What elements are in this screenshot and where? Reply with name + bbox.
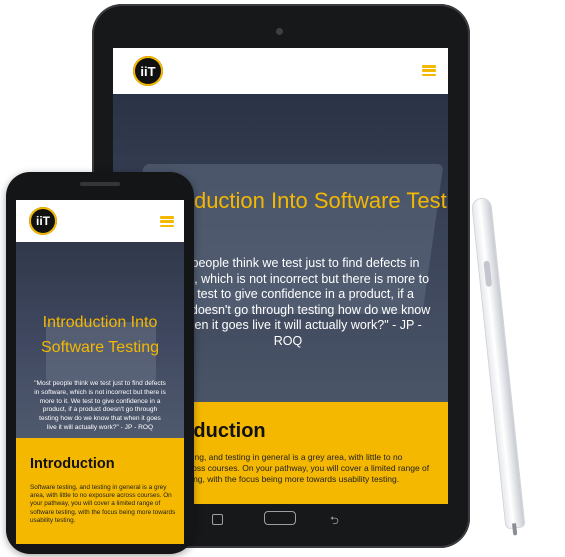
- site-logo[interactable]: iiT: [133, 56, 163, 86]
- phone-device: iiT Introduction Into Software Testing "…: [6, 172, 194, 554]
- tablet-site-header: iiT: [113, 48, 448, 94]
- site-logo[interactable]: iiT: [29, 207, 57, 235]
- phone-hero: [16, 242, 184, 438]
- hamburger-menu-icon[interactable]: [160, 216, 174, 227]
- recent-apps-button[interactable]: [212, 514, 223, 525]
- hamburger-menu-icon[interactable]: [422, 65, 436, 76]
- phone-hero-quote: "Most people think we test just to find …: [34, 380, 166, 431]
- tablet-hero-title: Introduction Into Software Testing: [149, 188, 448, 213]
- tablet-hero-quote: "Most people think we test just to find …: [145, 256, 431, 348]
- hero-background-image: [46, 322, 156, 382]
- phone-screen: iiT Introduction Into Software Testing "…: [16, 200, 184, 544]
- stylus-pen: [472, 198, 525, 536]
- phone-site-header: iiT: [16, 200, 184, 242]
- phone-section-heading: Introduction: [30, 456, 115, 472]
- stylus-button: [483, 260, 493, 287]
- phone-speaker: [80, 182, 120, 186]
- home-button[interactable]: [264, 511, 296, 525]
- back-icon[interactable]: ⮌: [330, 515, 339, 527]
- phone-intro-section: [16, 438, 184, 544]
- camera-icon: [276, 28, 283, 35]
- tablet-section-body: Software testing, and testing in general…: [143, 452, 430, 484]
- tablet-text-layer: Introduction Into Software Testing "Most…: [113, 48, 448, 504]
- tablet-device: iiT ⮌: [92, 4, 470, 548]
- phone-hero-title: Introduction Into Software Testing: [41, 314, 159, 356]
- stylus-tip: [512, 523, 518, 536]
- phone-section-body: Software testing, and testing in general…: [30, 484, 176, 524]
